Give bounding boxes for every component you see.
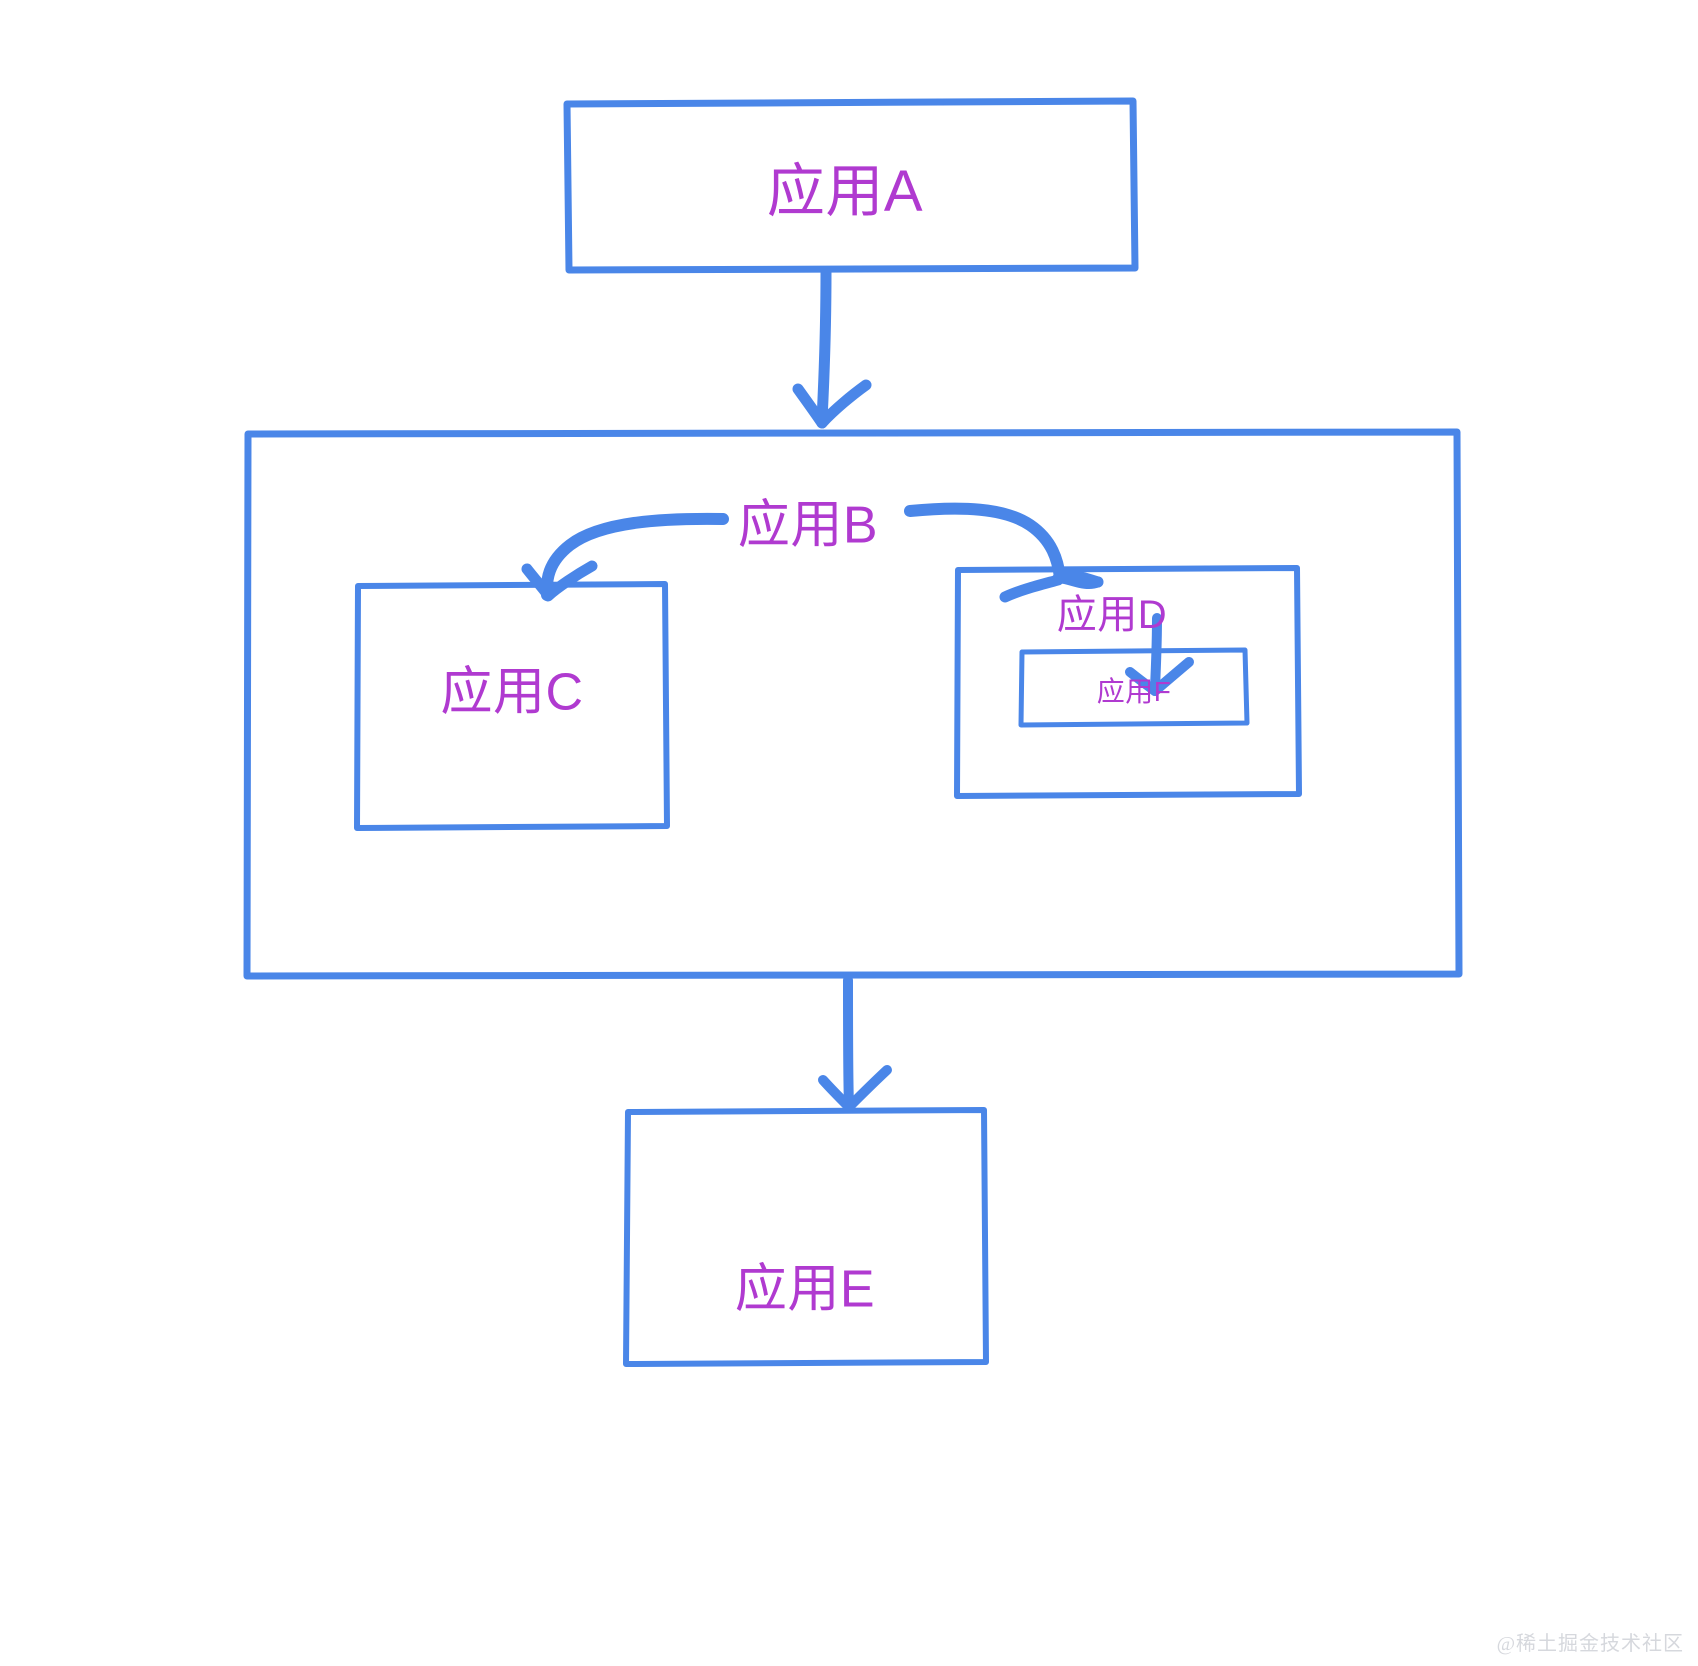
edge-b-to-d bbox=[904, 502, 1104, 603]
edge-b-to-c bbox=[521, 512, 729, 602]
node-box-f[interactable] bbox=[1018, 647, 1250, 728]
node-box-a[interactable] bbox=[563, 97, 1139, 274]
edge-d-to-f-arrowhead-right bbox=[1150, 657, 1194, 696]
node-d-outline bbox=[954, 565, 1302, 799]
edge-b-to-d-line bbox=[904, 502, 1066, 584]
edge-b-to-d-arrowhead-left bbox=[999, 574, 1064, 603]
edge-b-to-e-arrowhead-right bbox=[844, 1065, 892, 1112]
edge-b-to-e bbox=[818, 975, 892, 1112]
edge-a-to-b-line bbox=[816, 266, 832, 426]
edge-b-to-e-line bbox=[843, 975, 854, 1110]
node-a-outline bbox=[563, 97, 1139, 274]
node-box-b[interactable] bbox=[243, 428, 1463, 980]
node-e-outline bbox=[623, 1107, 989, 1367]
edge-b-to-c-arrowhead-right bbox=[542, 560, 598, 602]
node-b-outline bbox=[243, 428, 1463, 980]
edge-b-to-c-line bbox=[540, 512, 729, 601]
node-c-outline bbox=[354, 581, 670, 831]
watermark: @稀土掘金技术社区 bbox=[1496, 1633, 1684, 1655]
node-f-outline bbox=[1018, 647, 1250, 728]
edge-d-to-f bbox=[1125, 613, 1194, 696]
edge-a-to-b bbox=[792, 266, 872, 429]
node-box-c[interactable] bbox=[354, 581, 670, 831]
edge-b-to-d-arrowhead-tip bbox=[1052, 569, 1104, 588]
edge-a-to-b-arrowhead-right bbox=[816, 379, 872, 429]
node-box-e[interactable] bbox=[623, 1107, 989, 1367]
node-box-d[interactable] bbox=[954, 565, 1302, 799]
edge-d-to-f-line bbox=[1150, 613, 1162, 693]
